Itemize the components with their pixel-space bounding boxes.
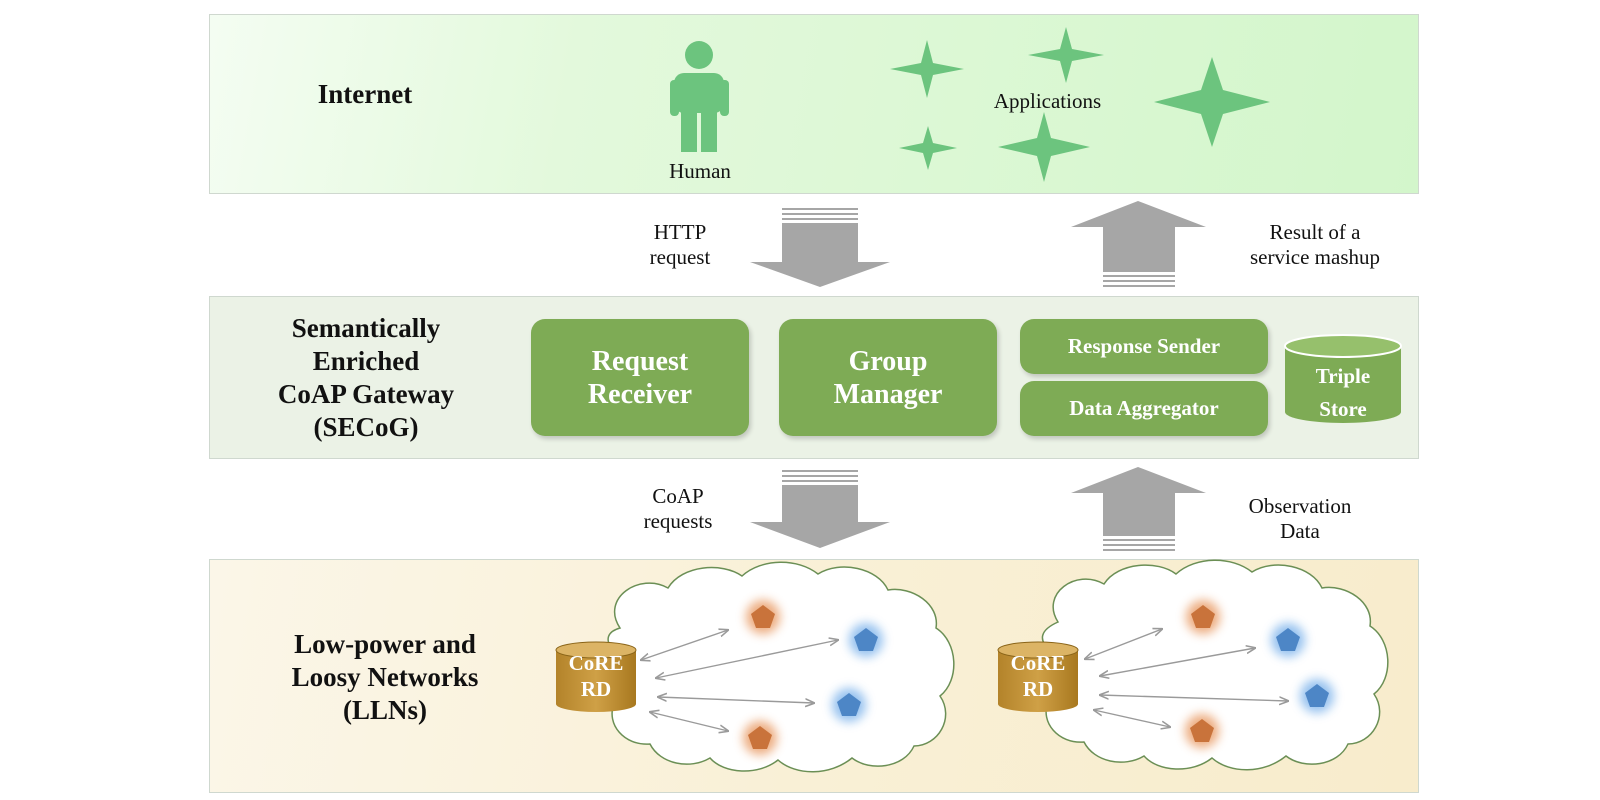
request-receiver-line2: Receiver xyxy=(587,378,693,410)
mashup-result-label-line2: service mashup xyxy=(1249,245,1381,269)
observation-data-label: Observation Data xyxy=(1220,494,1380,544)
core-rd-right-line1: CoRE xyxy=(1010,651,1066,675)
mashup-result-label-line1: Result of a xyxy=(1269,220,1361,244)
star-icon xyxy=(890,40,964,98)
internet-layer-title: Internet xyxy=(317,79,413,109)
group-manager-line1: Group xyxy=(848,345,928,377)
lln-title-line3: (LLNs) xyxy=(342,695,427,725)
gateway-title-line4: (SECoG) xyxy=(313,412,419,442)
star-icon xyxy=(1028,27,1104,83)
mashup-result-label: Result of a service mashup xyxy=(1220,220,1410,270)
sensor-node-orange xyxy=(746,600,780,634)
sensor-node-orange xyxy=(743,721,777,755)
core-rd-left-line2: RD xyxy=(580,677,612,701)
lln-title-line1: Low-power and xyxy=(294,629,476,659)
http-request-label-line1: HTTP xyxy=(653,220,707,244)
triple-store-cylinder xyxy=(1284,334,1402,423)
sensor-node-blue xyxy=(1271,623,1305,657)
lln-title-line2: Loosy Networks xyxy=(291,662,479,692)
core-rd-label-left: CoRE RD xyxy=(556,650,636,702)
gateway-title-line2: Enriched xyxy=(312,346,420,376)
sensor-node-blue xyxy=(1300,679,1334,713)
gateway-title-line1: Semantically xyxy=(291,313,441,343)
lln-network-left xyxy=(555,561,955,773)
sensor-node-orange xyxy=(1185,714,1219,748)
gateway-layer-title: Semantically Enriched CoAP Gateway (SECo… xyxy=(236,312,496,444)
request-receiver-line1: Request xyxy=(591,345,689,377)
star-icon xyxy=(998,112,1090,182)
request-receiver-box: Request Receiver xyxy=(531,319,749,436)
human-label: Human xyxy=(669,159,731,183)
sensor-node-blue xyxy=(849,623,883,657)
applications-label: Applications xyxy=(993,89,1102,113)
data-aggregator-box: Data Aggregator xyxy=(1020,381,1268,436)
group-manager-line2: Manager xyxy=(833,378,943,410)
gateway-title-line3: CoAP Gateway xyxy=(277,379,455,409)
sensor-node-orange xyxy=(1186,600,1220,634)
observation-data-label-line2: Data xyxy=(1280,519,1320,543)
lln-layer-title: Low-power and Loosy Networks (LLNs) xyxy=(240,628,530,727)
group-manager-box: Group Manager xyxy=(779,319,997,436)
coap-requests-label: CoAP requests xyxy=(618,484,738,534)
triple-store-label: Triple Store xyxy=(1283,360,1403,426)
human-icon xyxy=(670,41,729,152)
observation-data-label-line1: Observation xyxy=(1248,494,1352,518)
lln-network-right xyxy=(997,559,1389,771)
core-rd-right-line2: RD xyxy=(1022,677,1054,701)
triple-store-line1: Triple xyxy=(1315,364,1371,388)
http-request-label-line2: request xyxy=(649,245,711,269)
core-rd-label-right: CoRE RD xyxy=(998,650,1078,702)
star-icon xyxy=(1154,57,1270,147)
star-icon xyxy=(899,126,957,170)
triple-store-line2: Store xyxy=(1319,397,1367,421)
core-rd-cylinder xyxy=(555,641,637,712)
response-sender-box: Response Sender xyxy=(1020,319,1268,374)
http-request-label: HTTP request xyxy=(620,220,740,270)
coap-requests-label-line1: CoAP xyxy=(652,484,704,508)
coap-requests-label-line2: requests xyxy=(643,509,713,533)
core-rd-left-line1: CoRE xyxy=(568,651,624,675)
core-rd-cylinder xyxy=(997,641,1079,712)
sensor-node-blue xyxy=(832,688,866,722)
